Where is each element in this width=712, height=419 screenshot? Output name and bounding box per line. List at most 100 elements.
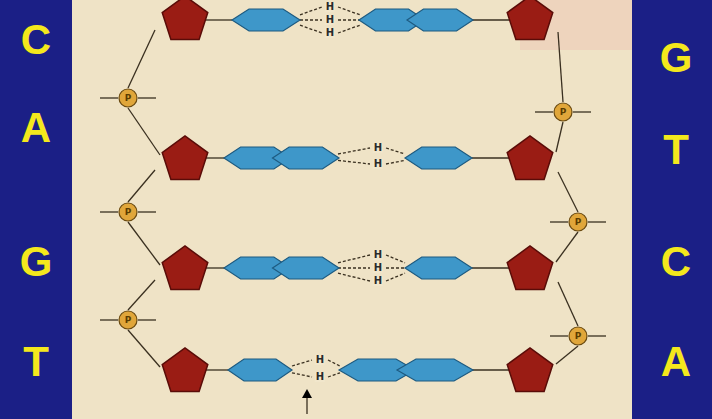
phosphate-symbol: P [125, 94, 132, 103]
sugar-pentagon [162, 348, 208, 391]
hydrogen-bond [386, 160, 405, 164]
hydrogen-bond [328, 373, 340, 377]
strand-base-letter: T [663, 129, 689, 171]
strand-base-letter: G [660, 37, 693, 79]
pointer-arrowhead [302, 389, 312, 398]
hydrogen-bond [292, 373, 312, 377]
phosphate-symbol: P [575, 218, 582, 227]
hydrogen-symbol: H [373, 276, 383, 286]
glycosidic-bond [205, 369, 228, 370]
hydrogen-bond [338, 148, 370, 154]
hydrogen-bond [338, 160, 370, 164]
backbone-bond [556, 346, 578, 364]
hydrogen-symbol: H [373, 159, 383, 169]
phosphate-circle [569, 213, 587, 231]
glycosidic-bond [472, 267, 510, 268]
hydrogen-symbol: H [325, 28, 335, 38]
phosphate-oxygen [138, 319, 156, 320]
glycosidic-bond [472, 19, 510, 20]
phosphate-circle [119, 203, 137, 221]
backbone-bond [128, 30, 155, 88]
glycosidic-bond [205, 19, 232, 20]
backbone-bond [558, 32, 563, 102]
glycosidic-bond [472, 157, 510, 158]
base-ring [397, 359, 473, 381]
hydrogen-bond [386, 148, 405, 154]
base-ring [232, 9, 300, 31]
phosphate-oxygen [138, 211, 156, 212]
glycosidic-bond [205, 267, 225, 268]
strand-base-letter: C [661, 241, 691, 283]
hydrogen-symbol: H [315, 355, 325, 365]
pointer-arrow [306, 396, 307, 414]
hydrogen-bond [338, 19, 360, 20]
phosphate-oxygen [588, 221, 606, 222]
sugar-pentagon [507, 246, 553, 289]
sugar-pentagon [162, 246, 208, 289]
glycosidic-bond [472, 369, 510, 370]
strand-base-letter: G [20, 241, 53, 283]
base-ring [405, 147, 472, 169]
base-ring [228, 359, 292, 381]
base-ring [273, 257, 340, 279]
sugar-pentagon [507, 0, 553, 39]
phosphate-oxygen [550, 221, 568, 222]
hydrogen-bond [338, 7, 360, 15]
backbone-bond [128, 280, 155, 310]
hydrogen-symbol: H [315, 372, 325, 382]
hydrogen-bond [386, 267, 405, 268]
phosphate-circle [554, 103, 572, 121]
backbone-bond [556, 232, 578, 262]
hydrogen-bond [338, 267, 370, 268]
hydrogen-bond [328, 360, 340, 366]
base-ring [273, 147, 340, 169]
phosphate-circle [569, 327, 587, 345]
base-ring [407, 9, 473, 31]
sugar-pentagon [162, 136, 208, 179]
glycosidic-bond [205, 157, 225, 158]
backbone-bond [128, 170, 155, 202]
hydrogen-symbol: H [373, 143, 383, 153]
phosphate-oxygen [573, 111, 591, 112]
phosphate-symbol: P [575, 332, 582, 341]
phosphate-circle [119, 89, 137, 107]
backbone-bond [128, 330, 160, 367]
phosphate-symbol: P [125, 208, 132, 217]
sugar-pentagon [507, 136, 553, 179]
hydrogen-bond [338, 25, 360, 33]
hydrogen-symbol: H [373, 250, 383, 260]
strand-base-letter: T [23, 341, 49, 383]
strand-base-letter: A [21, 107, 51, 149]
phosphate-circle [119, 311, 137, 329]
phosphate-oxygen [588, 335, 606, 336]
phosphate-oxygen [138, 97, 156, 98]
backbone-bond [128, 108, 160, 155]
hydrogen-bond [338, 255, 370, 263]
phosphate-symbol: P [125, 316, 132, 325]
paper-panel [72, 0, 632, 419]
hydrogen-bond [300, 19, 322, 20]
backbone-bond [128, 222, 160, 265]
hydrogen-bond [300, 25, 322, 33]
hydrogen-bond [386, 255, 405, 263]
hydrogen-bond [386, 273, 405, 281]
hydrogen-bond [338, 273, 370, 281]
phosphate-symbol: P [560, 108, 567, 117]
backbone-bond [558, 282, 578, 326]
phosphate-oxygen [535, 111, 553, 112]
hydrogen-bond [292, 360, 312, 366]
hydrogen-symbol: H [325, 15, 335, 25]
backbone-bond [556, 122, 563, 152]
sugar-pentagon [162, 0, 208, 39]
strand-base-letter: A [661, 341, 691, 383]
phosphate-oxygen [550, 335, 568, 336]
sugar-pentagon [507, 348, 553, 391]
phosphate-oxygen [100, 319, 118, 320]
base-ring [405, 257, 472, 279]
phosphate-oxygen [100, 97, 118, 98]
hydrogen-symbol: H [325, 2, 335, 12]
hydrogen-symbol: H [373, 263, 383, 273]
backbone-bond [558, 172, 578, 212]
phosphate-oxygen [100, 211, 118, 212]
